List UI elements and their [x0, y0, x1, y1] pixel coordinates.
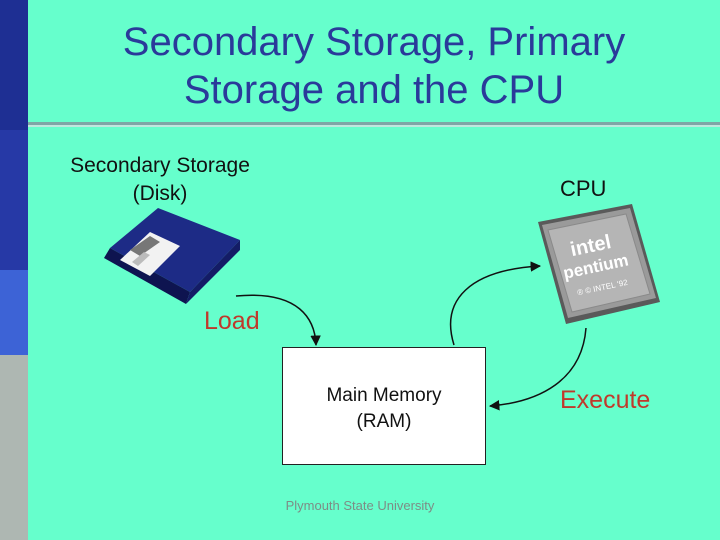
sidebar-block-navy: [0, 0, 28, 130]
floppy-disk-icon: [104, 208, 240, 304]
cpu-chip-icon: intel pentium ® © INTEL '92: [538, 204, 660, 324]
footer-text: Plymouth State University: [285, 498, 435, 513]
execute-arrow: [488, 327, 587, 411]
ram-to-cpu-arrow: [449, 261, 542, 346]
main-memory-box: [282, 347, 486, 465]
slide-title: Secondary Storage, Primary Storage and t…: [122, 20, 626, 112]
title-bar: [28, 0, 720, 125]
main-memory-label: Main Memory (RAM): [326, 385, 442, 432]
cpu-label: CPU: [560, 176, 607, 201]
sidebar-block-blue: [0, 270, 28, 355]
sidebar-stripe: [0, 0, 28, 540]
sidebar-block-gray: [0, 355, 28, 540]
execute-label: Execute: [560, 386, 651, 414]
load-label: Load: [204, 307, 260, 335]
secondary-storage-label: Secondary Storage (Disk): [70, 154, 250, 205]
load-arrow: [235, 294, 321, 347]
sidebar-block-navy-2: [0, 130, 28, 270]
